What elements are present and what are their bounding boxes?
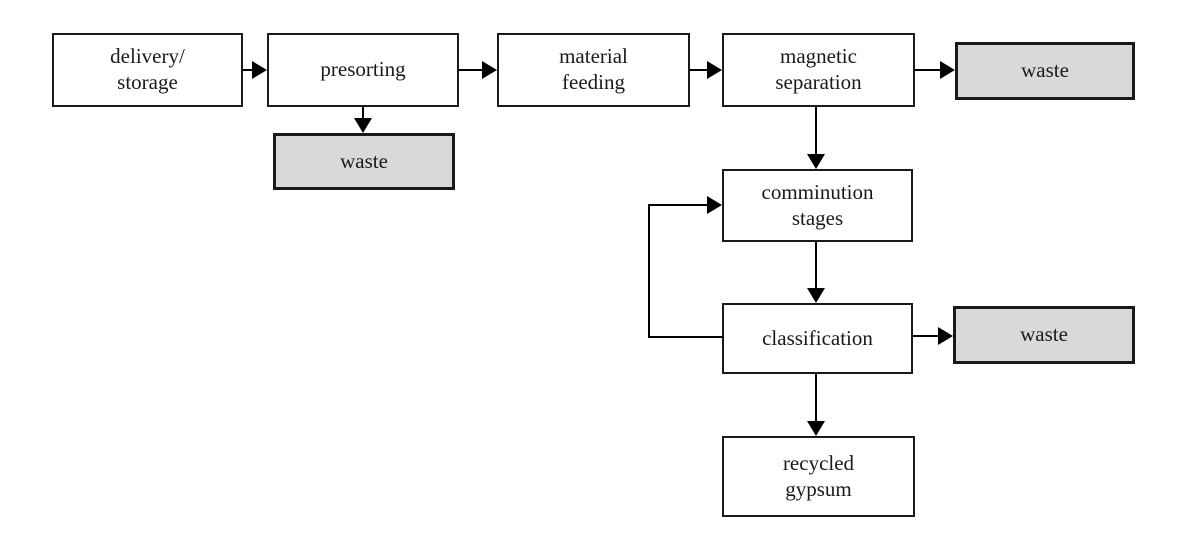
arrow-line	[815, 107, 817, 156]
arrow-line	[689, 69, 709, 71]
node-material-feeding-label: material feeding	[559, 44, 628, 94]
node-waste-after-magnetic-separation: waste	[955, 42, 1135, 100]
arrowhead-right-icon	[707, 61, 722, 79]
node-classification-label: classification	[762, 325, 873, 350]
arrow-presorting-to-waste	[354, 106, 372, 133]
node-delivery-storage: delivery/ storage	[52, 33, 243, 107]
arrowhead-right-icon	[707, 196, 722, 214]
node-waste-label: waste	[1020, 322, 1068, 347]
arrow-line	[915, 69, 942, 71]
arrow-line	[459, 69, 484, 71]
arrowhead-right-icon	[938, 327, 953, 345]
arrowhead-right-icon	[940, 61, 955, 79]
arrowhead-down-icon	[807, 154, 825, 169]
arrow-presorting-to-material-feeding	[459, 61, 497, 79]
arrow-line	[815, 374, 817, 423]
arrow-delivery-to-presorting	[243, 61, 267, 79]
loop-classification-exit-line	[648, 336, 724, 338]
node-waste-label: waste	[1021, 58, 1069, 83]
arrow-magnetic-separation-to-waste	[915, 61, 955, 79]
arrow-comminution-stages-to-classification	[807, 242, 825, 303]
node-comminution-stages-label: comminution stages	[761, 179, 874, 230]
node-waste-after-presorting: waste	[273, 133, 455, 190]
arrow-material-feeding-to-magnetic-separation	[689, 61, 722, 79]
node-recycled-gypsum-label: recycled gypsum	[782, 450, 855, 501]
node-presorting-label: presorting	[320, 57, 406, 82]
node-comminution-stages: comminution stages	[722, 169, 913, 242]
arrow-loop-to-comminution-stages	[648, 196, 722, 214]
node-material-feeding: material feeding	[497, 33, 690, 107]
node-presorting: presorting	[267, 33, 459, 107]
arrow-line	[243, 69, 254, 71]
node-classification: classification	[722, 303, 913, 374]
arrow-line	[362, 106, 364, 120]
arrow-line	[815, 242, 817, 290]
arrowhead-down-icon	[807, 288, 825, 303]
arrow-magnetic-separation-to-comminution-stages	[807, 107, 825, 169]
arrowhead-down-icon	[354, 118, 372, 133]
arrowhead-down-icon	[807, 421, 825, 436]
arrow-classification-to-recycled-gypsum	[807, 374, 825, 436]
arrowhead-right-icon	[252, 61, 267, 79]
arrowhead-right-icon	[482, 61, 497, 79]
node-waste-label: waste	[340, 148, 388, 173]
node-recycled-gypsum: recycled gypsum	[722, 436, 915, 517]
arrow-classification-to-waste	[913, 327, 953, 345]
node-delivery-storage-label: delivery/ storage	[110, 44, 185, 94]
arrow-line	[648, 204, 709, 206]
node-waste-after-classification: waste	[953, 306, 1135, 364]
loop-vertical-line	[648, 204, 650, 338]
arrow-line	[913, 335, 940, 337]
node-magnetic-separation: magnetic separation	[722, 33, 915, 107]
node-magnetic-separation-label: magnetic separation	[775, 44, 862, 94]
